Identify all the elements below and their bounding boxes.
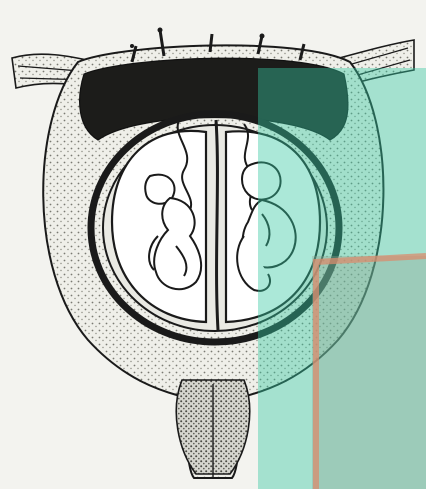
inter-twin-septum [216,120,218,330]
sage-overlay [312,256,426,489]
